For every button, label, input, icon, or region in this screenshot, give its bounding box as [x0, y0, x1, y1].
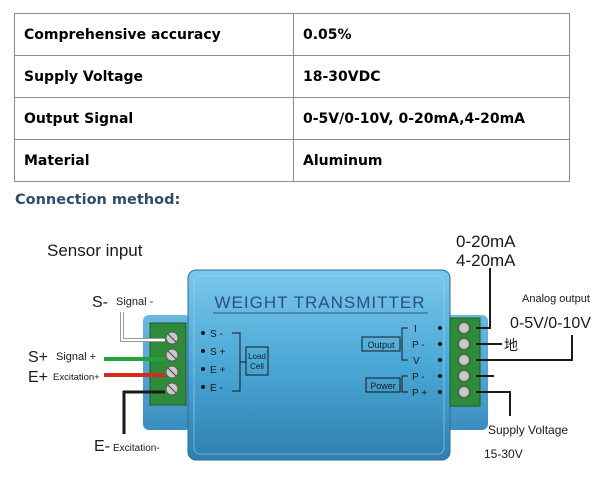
- spec-label: Supply Voltage: [14, 55, 294, 98]
- right-pin-p-minus-1: P -: [412, 340, 425, 351]
- current-output-4-20: 4-20mA: [456, 251, 516, 270]
- e-minus-text: Excitation-: [113, 443, 160, 454]
- s-minus-text: Signal -: [116, 296, 154, 308]
- spec-value: 0-5V/0-10V, 0-20mA,4-20mA: [293, 97, 570, 140]
- output-box: [361, 336, 401, 352]
- supply-voltage-label: Supply Voltage: [488, 423, 568, 437]
- sensor-input-label: Sensor input: [47, 241, 143, 260]
- current-output-0-20: 0-20mA: [456, 232, 516, 251]
- left-pin-s-minus: S -: [210, 329, 223, 340]
- voltage-output: 0-5V/0-10V: [510, 315, 591, 332]
- supply-range: 15-30V: [484, 447, 523, 461]
- right-pin-v: V: [413, 356, 420, 367]
- left-pin-e-minus: E -: [210, 383, 223, 394]
- load-cell-label-line2: Cell: [250, 362, 264, 371]
- ground-label: 地: [504, 338, 518, 354]
- spec-row: Supply Voltage 18-30VDC: [14, 55, 570, 98]
- left-pin-e-plus: E +: [210, 365, 225, 376]
- e-minus-symbol: E-: [94, 438, 110, 455]
- load-cell-box: [245, 346, 269, 376]
- left-pin-s-plus: S +: [210, 347, 225, 358]
- spec-label: Material: [14, 139, 294, 182]
- connection-heading: Connection method:: [15, 192, 181, 208]
- right-pin-p-minus-2: P -: [412, 372, 425, 383]
- power-box-label: Power: [370, 381, 396, 391]
- right-pin-p-plus: P +: [412, 388, 427, 399]
- wiring-diagram: WEIGHT TRANSMITTER S - S + E + E - Load …: [28, 232, 591, 461]
- spec-label: Comprehensive accuracy: [14, 13, 294, 56]
- spec-row: Comprehensive accuracy 0.05%: [14, 13, 570, 56]
- e-plus-symbol: E+: [28, 369, 48, 386]
- device-title: WEIGHT TRANSMITTER: [215, 293, 426, 312]
- spec-table: Comprehensive accuracy 0.05% Supply Volt…: [14, 13, 570, 182]
- spec-label: Output Signal: [14, 97, 294, 140]
- output-box-label: Output: [367, 340, 395, 350]
- s-plus-text: Signal +: [56, 351, 96, 363]
- power-box: [365, 377, 401, 393]
- spec-value: 0.05%: [293, 13, 570, 56]
- spec-row: Material Aluminum: [14, 139, 570, 182]
- left-terminal-block: [149, 322, 187, 406]
- black-wire: [122, 390, 165, 434]
- s-plus-symbol: S+: [28, 349, 48, 366]
- e-plus-text: Excitation+: [53, 372, 100, 383]
- spec-value: Aluminum: [293, 139, 570, 182]
- analog-output-label: Analog output: [522, 293, 590, 305]
- spec-row: Output Signal 0-5V/0-10V, 0-20mA,4-20mA: [14, 97, 570, 140]
- spec-value: 18-30VDC: [293, 55, 570, 98]
- load-cell-label-line1: Load: [248, 352, 266, 361]
- right-pin-i: I: [414, 324, 417, 335]
- right-terminal-block: [449, 317, 481, 407]
- s-minus-symbol: S-: [92, 294, 108, 311]
